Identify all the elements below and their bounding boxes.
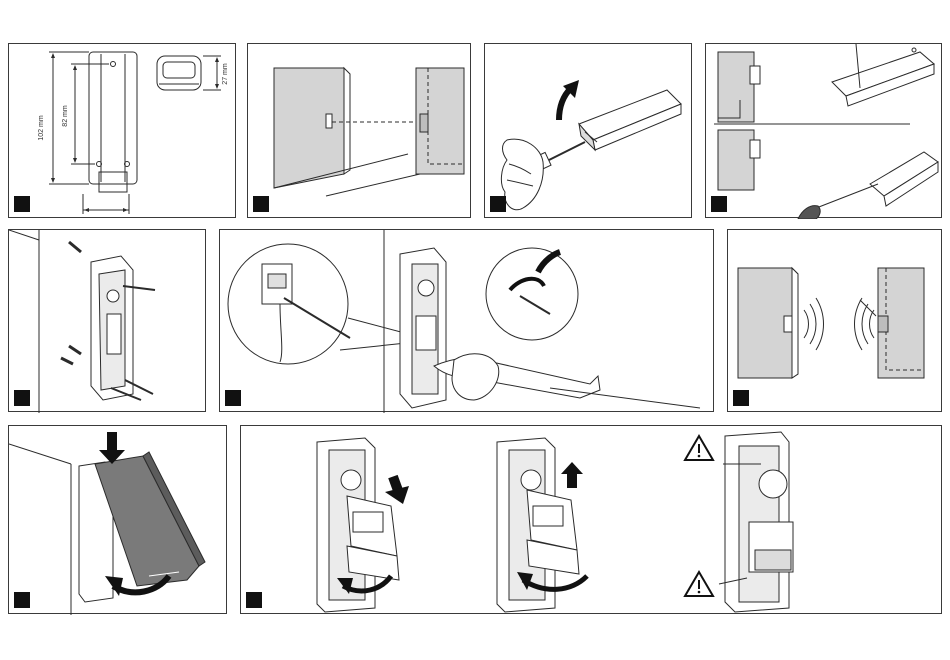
panel-wiring [219,229,714,412]
arrow-up-icon [567,472,577,488]
housing-side-profile [157,56,201,90]
panel-drilling [705,43,942,218]
dim-27mm-label: 27 mm [222,63,229,85]
step-badge [225,390,241,406]
panel-mounting [8,229,206,412]
sensor-reed-marker [326,114,332,128]
step-badge [711,196,727,212]
magnifier-screw [486,248,578,340]
step-badge [246,592,262,608]
hand-outline [501,139,543,210]
radio-waves-icon [804,310,809,338]
drill-chuck [798,206,820,219]
door-frame-lower [718,130,754,190]
panel-close-cover [8,425,227,614]
dim-102mm-label: 102 mm [38,115,45,140]
panel-dimensions: 102 mm 82 mm 27 mm [8,43,236,218]
magnet-marker [420,114,428,132]
warning-triangle-icon [685,436,713,460]
door-frame-upper [718,52,754,122]
panel-radio-test [727,229,942,412]
curved-arrow-icon [559,88,571,120]
dim-82mm-label: 82 mm [62,105,69,127]
hand-holding-tool [452,354,499,400]
mount-hole-top [111,62,116,67]
step-badge [490,196,506,212]
step-badge [14,390,30,406]
step-badge [253,196,269,212]
step-badge [733,390,749,406]
sensor-housing-wall [274,68,344,188]
step-badge [14,592,30,608]
step-badge [14,196,30,212]
panel-insert-module [240,425,942,614]
arrow-down-icon [107,432,117,452]
cable-entry [99,172,127,192]
warning-triangle-icon [685,572,713,596]
panel-open-housing [484,43,692,218]
panel-alignment [247,43,471,218]
